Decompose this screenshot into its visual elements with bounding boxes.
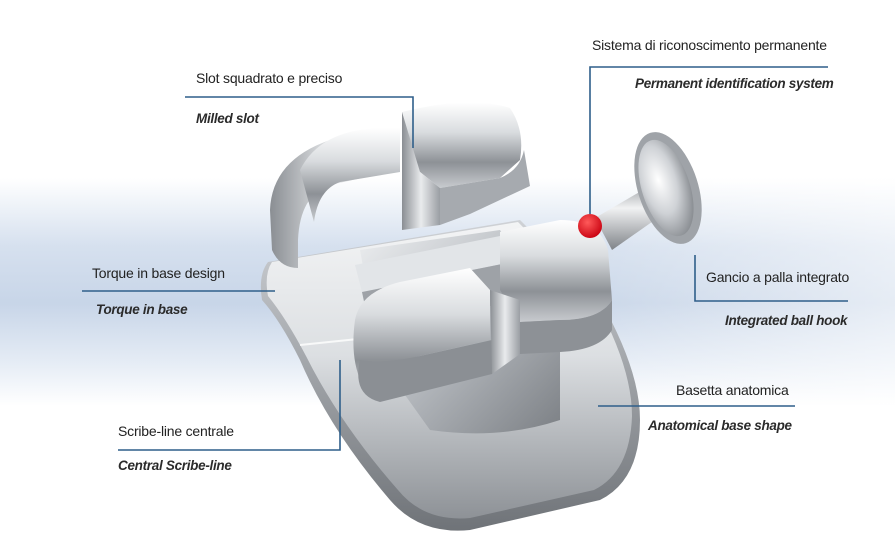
hook-label: Gancio a palla integrato (706, 269, 850, 285)
front-wings (353, 220, 612, 402)
leader-scribe (118, 360, 341, 451)
scribe-label: Scribe-line centrale (118, 423, 234, 439)
identification-translation: Permanent identification system (635, 76, 834, 91)
leader-slot (185, 96, 414, 148)
identification-dot (578, 214, 602, 238)
leader-lines (82, 66, 848, 451)
rear-wings (270, 102, 530, 268)
base-translation: Anatomical base shape (648, 418, 792, 433)
hook-translation: Integrated ball hook (725, 313, 848, 328)
slot-translation: Milled slot (196, 111, 259, 126)
torque-label: Torque in base design (92, 265, 225, 281)
leader-identification (589, 66, 828, 214)
slot-label: Slot squadrato e preciso (196, 70, 343, 86)
leader-hook (694, 255, 848, 302)
scribe-translation: Central Scribe-line (118, 458, 232, 473)
base-label: Basetta anatomica (676, 382, 789, 398)
torque-translation: Torque in base (96, 302, 188, 317)
identification-label: Sistema di riconoscimento permanente (592, 37, 827, 53)
ball-hook (595, 132, 702, 250)
